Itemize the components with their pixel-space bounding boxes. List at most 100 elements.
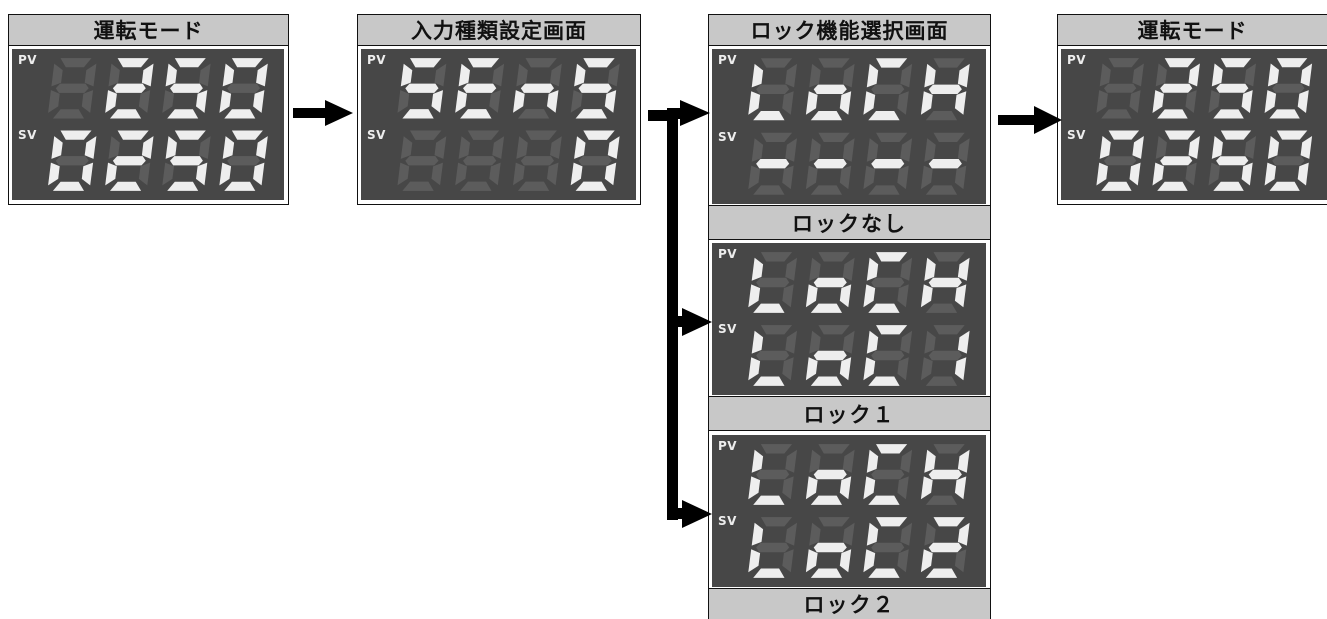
segment-g [55,156,89,166]
segment-e [748,91,761,115]
segment-d [52,109,84,119]
segment-b [900,257,913,281]
seven-segment-digit [162,130,211,191]
segment-c [782,165,794,190]
segment-g [405,156,439,166]
segment-b [607,136,620,159]
segment-g [520,156,554,166]
segment-d [868,376,900,386]
segment-d [810,568,842,578]
segment-f [222,136,235,159]
segment-a [231,130,263,140]
segment-f [1267,63,1279,87]
seven-segment-digit [570,58,620,119]
segment-b [256,63,268,87]
segment-f [516,63,528,87]
segment-a [117,58,149,68]
segment-b [957,449,970,473]
segment-e [455,90,467,113]
segment-f [51,63,63,87]
segment-d [1157,109,1188,119]
seven-segment-digit [863,58,913,121]
sv-label: SV [718,514,737,528]
segment-a [760,517,793,527]
segment-g [928,277,962,288]
segment-b [1132,136,1144,159]
segment-c [1185,162,1197,186]
segment-g [871,350,905,361]
segment-e [805,91,818,115]
seven-segment-digit [863,252,913,313]
segment-f [1155,63,1167,87]
segment-d [460,181,492,191]
segment-d [810,111,842,121]
segment-g [55,83,89,93]
seven-segment-digit [48,58,97,119]
seven-segment-digit [920,252,970,313]
segment-b [1188,136,1200,159]
sv-label: SV [718,130,737,144]
pv-label: PV [718,53,738,67]
segment-b [550,63,562,87]
segment-f [751,449,764,473]
segment-a [60,58,92,68]
segment-f [574,136,586,159]
segment-d [925,376,958,386]
segment-c [81,90,94,113]
segment-b [785,522,797,546]
segment-e [48,162,60,186]
segment-b [1300,63,1313,87]
segment-d [1101,181,1132,191]
segment-b [84,136,97,159]
segment-a [410,130,442,140]
segment-f [866,257,879,281]
segment-g [813,159,847,169]
segment-g [1272,156,1305,166]
segment-f [400,136,413,159]
seven-segment-digit [105,130,154,191]
segment-g [112,83,146,93]
segment-d [753,111,785,121]
segment-b [256,136,268,159]
seven-segment-digit [105,58,154,119]
segment-d [753,185,785,195]
segment-a [1108,130,1140,140]
branch-arrow-icon [648,100,712,528]
segment-d [868,111,900,121]
seven-segment-digit [805,58,855,121]
segment-e [863,91,876,115]
segment-a [876,517,908,527]
segment-a [818,517,850,527]
segment-a [174,130,206,140]
seven-segment-digit [162,58,211,119]
pv-label: PV [1067,53,1087,67]
segment-c [839,284,852,308]
segment-b [199,63,211,87]
segment-f [809,63,821,88]
segment-e [570,90,583,113]
segment-e [920,357,933,381]
sv-label: SV [718,322,737,336]
segment-b [434,136,447,159]
segment-b [957,330,970,354]
segment-a [1164,130,1196,140]
segment-g [1160,156,1193,166]
segment-g [578,83,612,93]
segment-e [920,91,933,115]
segment-e [805,476,818,500]
segment-f [751,138,764,162]
segment-a [876,325,908,335]
segment-e [513,162,525,186]
segment-a [760,132,793,142]
segment-f [51,136,63,159]
segment-c [839,476,852,500]
segment-b [900,330,913,354]
segment-f [866,330,879,354]
segment-a [525,58,557,68]
segment-b [84,63,97,87]
segment-a [933,252,965,262]
segment-c [839,357,852,381]
